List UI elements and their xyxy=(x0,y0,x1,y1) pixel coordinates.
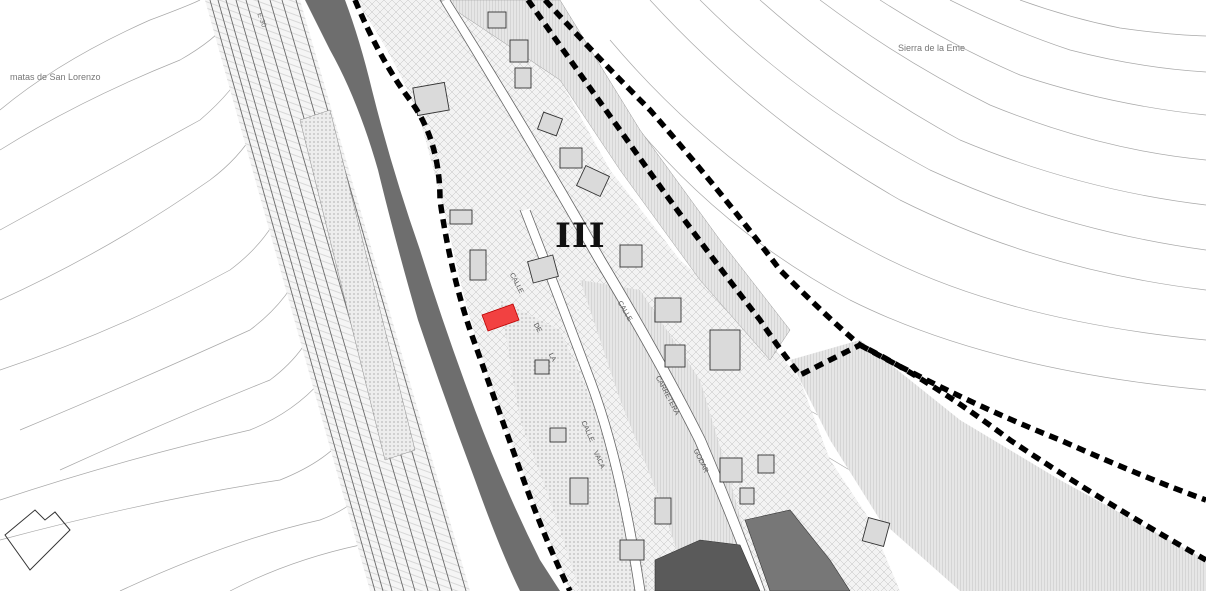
outline-building-lower-left xyxy=(4,509,71,571)
place-label-right: Sierra de la Eme xyxy=(898,43,966,53)
zone-boundary xyxy=(352,0,1206,591)
place-label-left: matas de San Lorenzo xyxy=(10,72,101,82)
zone-label: III xyxy=(555,216,606,256)
dark-shaded-blocks xyxy=(654,509,851,591)
highlighted-parcel[interactable] xyxy=(481,303,520,332)
highway-corridor xyxy=(205,0,470,591)
river xyxy=(305,0,560,591)
